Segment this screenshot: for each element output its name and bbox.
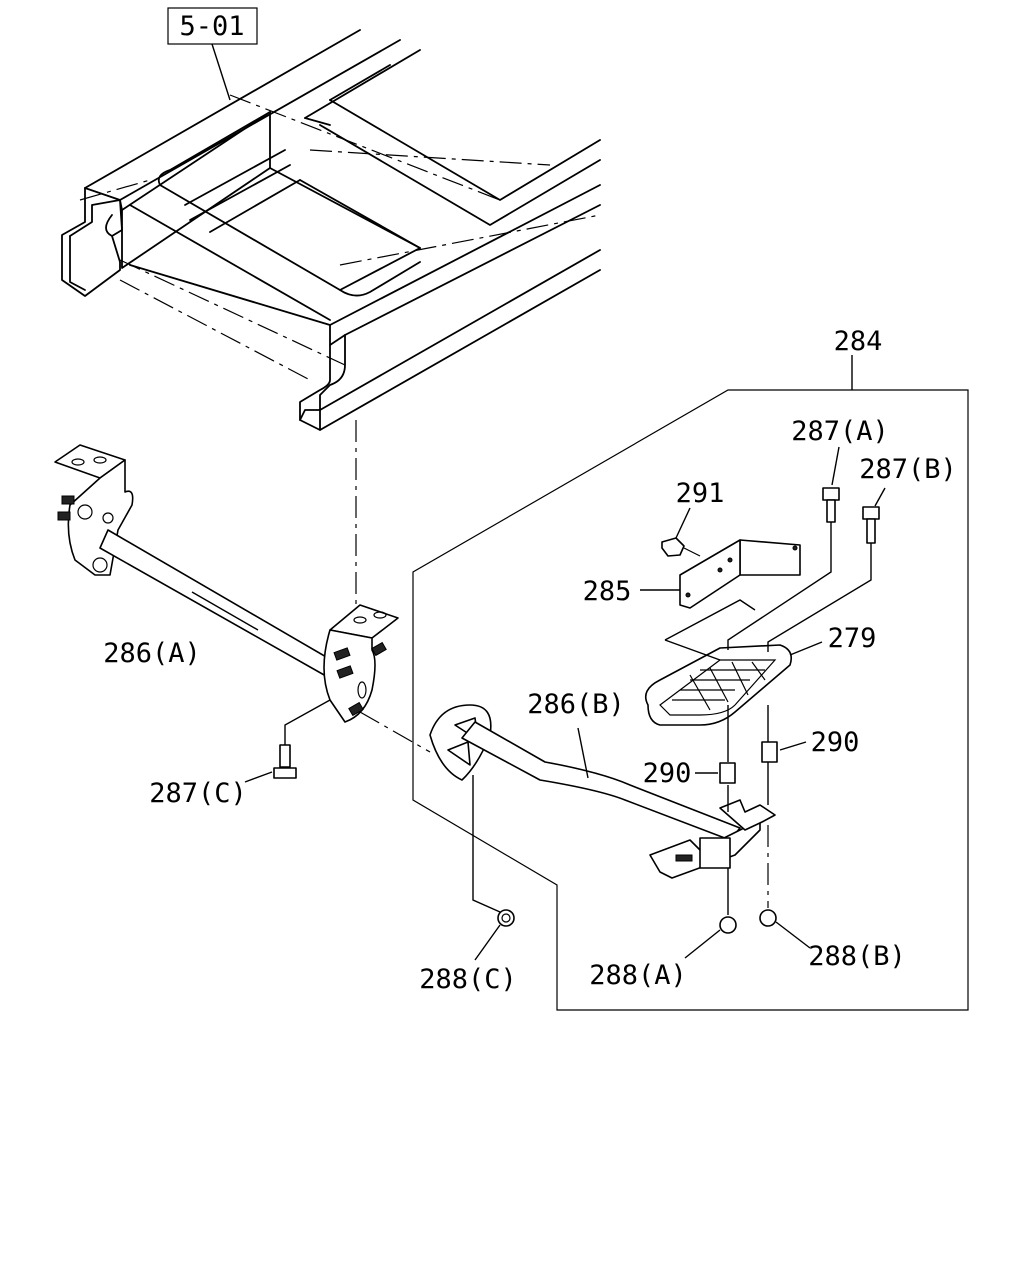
bar-join-centerline	[359, 711, 431, 753]
callout-287b: 287(B)	[859, 454, 957, 485]
callout-286a: 286(A)	[103, 638, 201, 669]
bolt-287b	[862, 506, 880, 544]
bracket-285	[679, 539, 801, 609]
callout-290-left: 290	[643, 758, 692, 789]
callout-291: 291	[676, 478, 725, 509]
spacer-290-left	[719, 762, 736, 784]
callout-leaders	[191, 355, 886, 961]
bolt-291	[661, 537, 701, 557]
nut-288b	[759, 909, 777, 927]
reference-box-label: 5-01	[179, 11, 244, 42]
bolt-287c	[273, 699, 331, 779]
callout-288b: 288(B)	[808, 941, 906, 972]
callout-287c: 287(C)	[149, 778, 247, 809]
bolt-287a	[822, 487, 840, 523]
frame-rail-assembly	[61, 29, 601, 431]
callout-286b: 286(B)	[527, 689, 625, 720]
assembly-lines	[664, 522, 872, 915]
kit-284-boundary	[412, 389, 969, 1011]
nut-288c	[472, 775, 515, 927]
spacer-290-right	[761, 741, 778, 763]
callout-279: 279	[828, 623, 877, 654]
callout-288c: 288(C)	[419, 964, 517, 995]
step-plate-279	[644, 644, 793, 726]
callout-287a: 287(A)	[791, 416, 889, 447]
reference-leader	[211, 43, 231, 101]
step-bar-286a	[54, 444, 399, 723]
callout-284: 284	[834, 326, 883, 357]
callout-288a: 288(A)	[589, 960, 687, 991]
step-bar-286b	[429, 704, 776, 879]
nut-288a	[719, 916, 737, 934]
callout-285: 285	[583, 576, 632, 607]
callout-290-right: 290	[811, 727, 860, 758]
